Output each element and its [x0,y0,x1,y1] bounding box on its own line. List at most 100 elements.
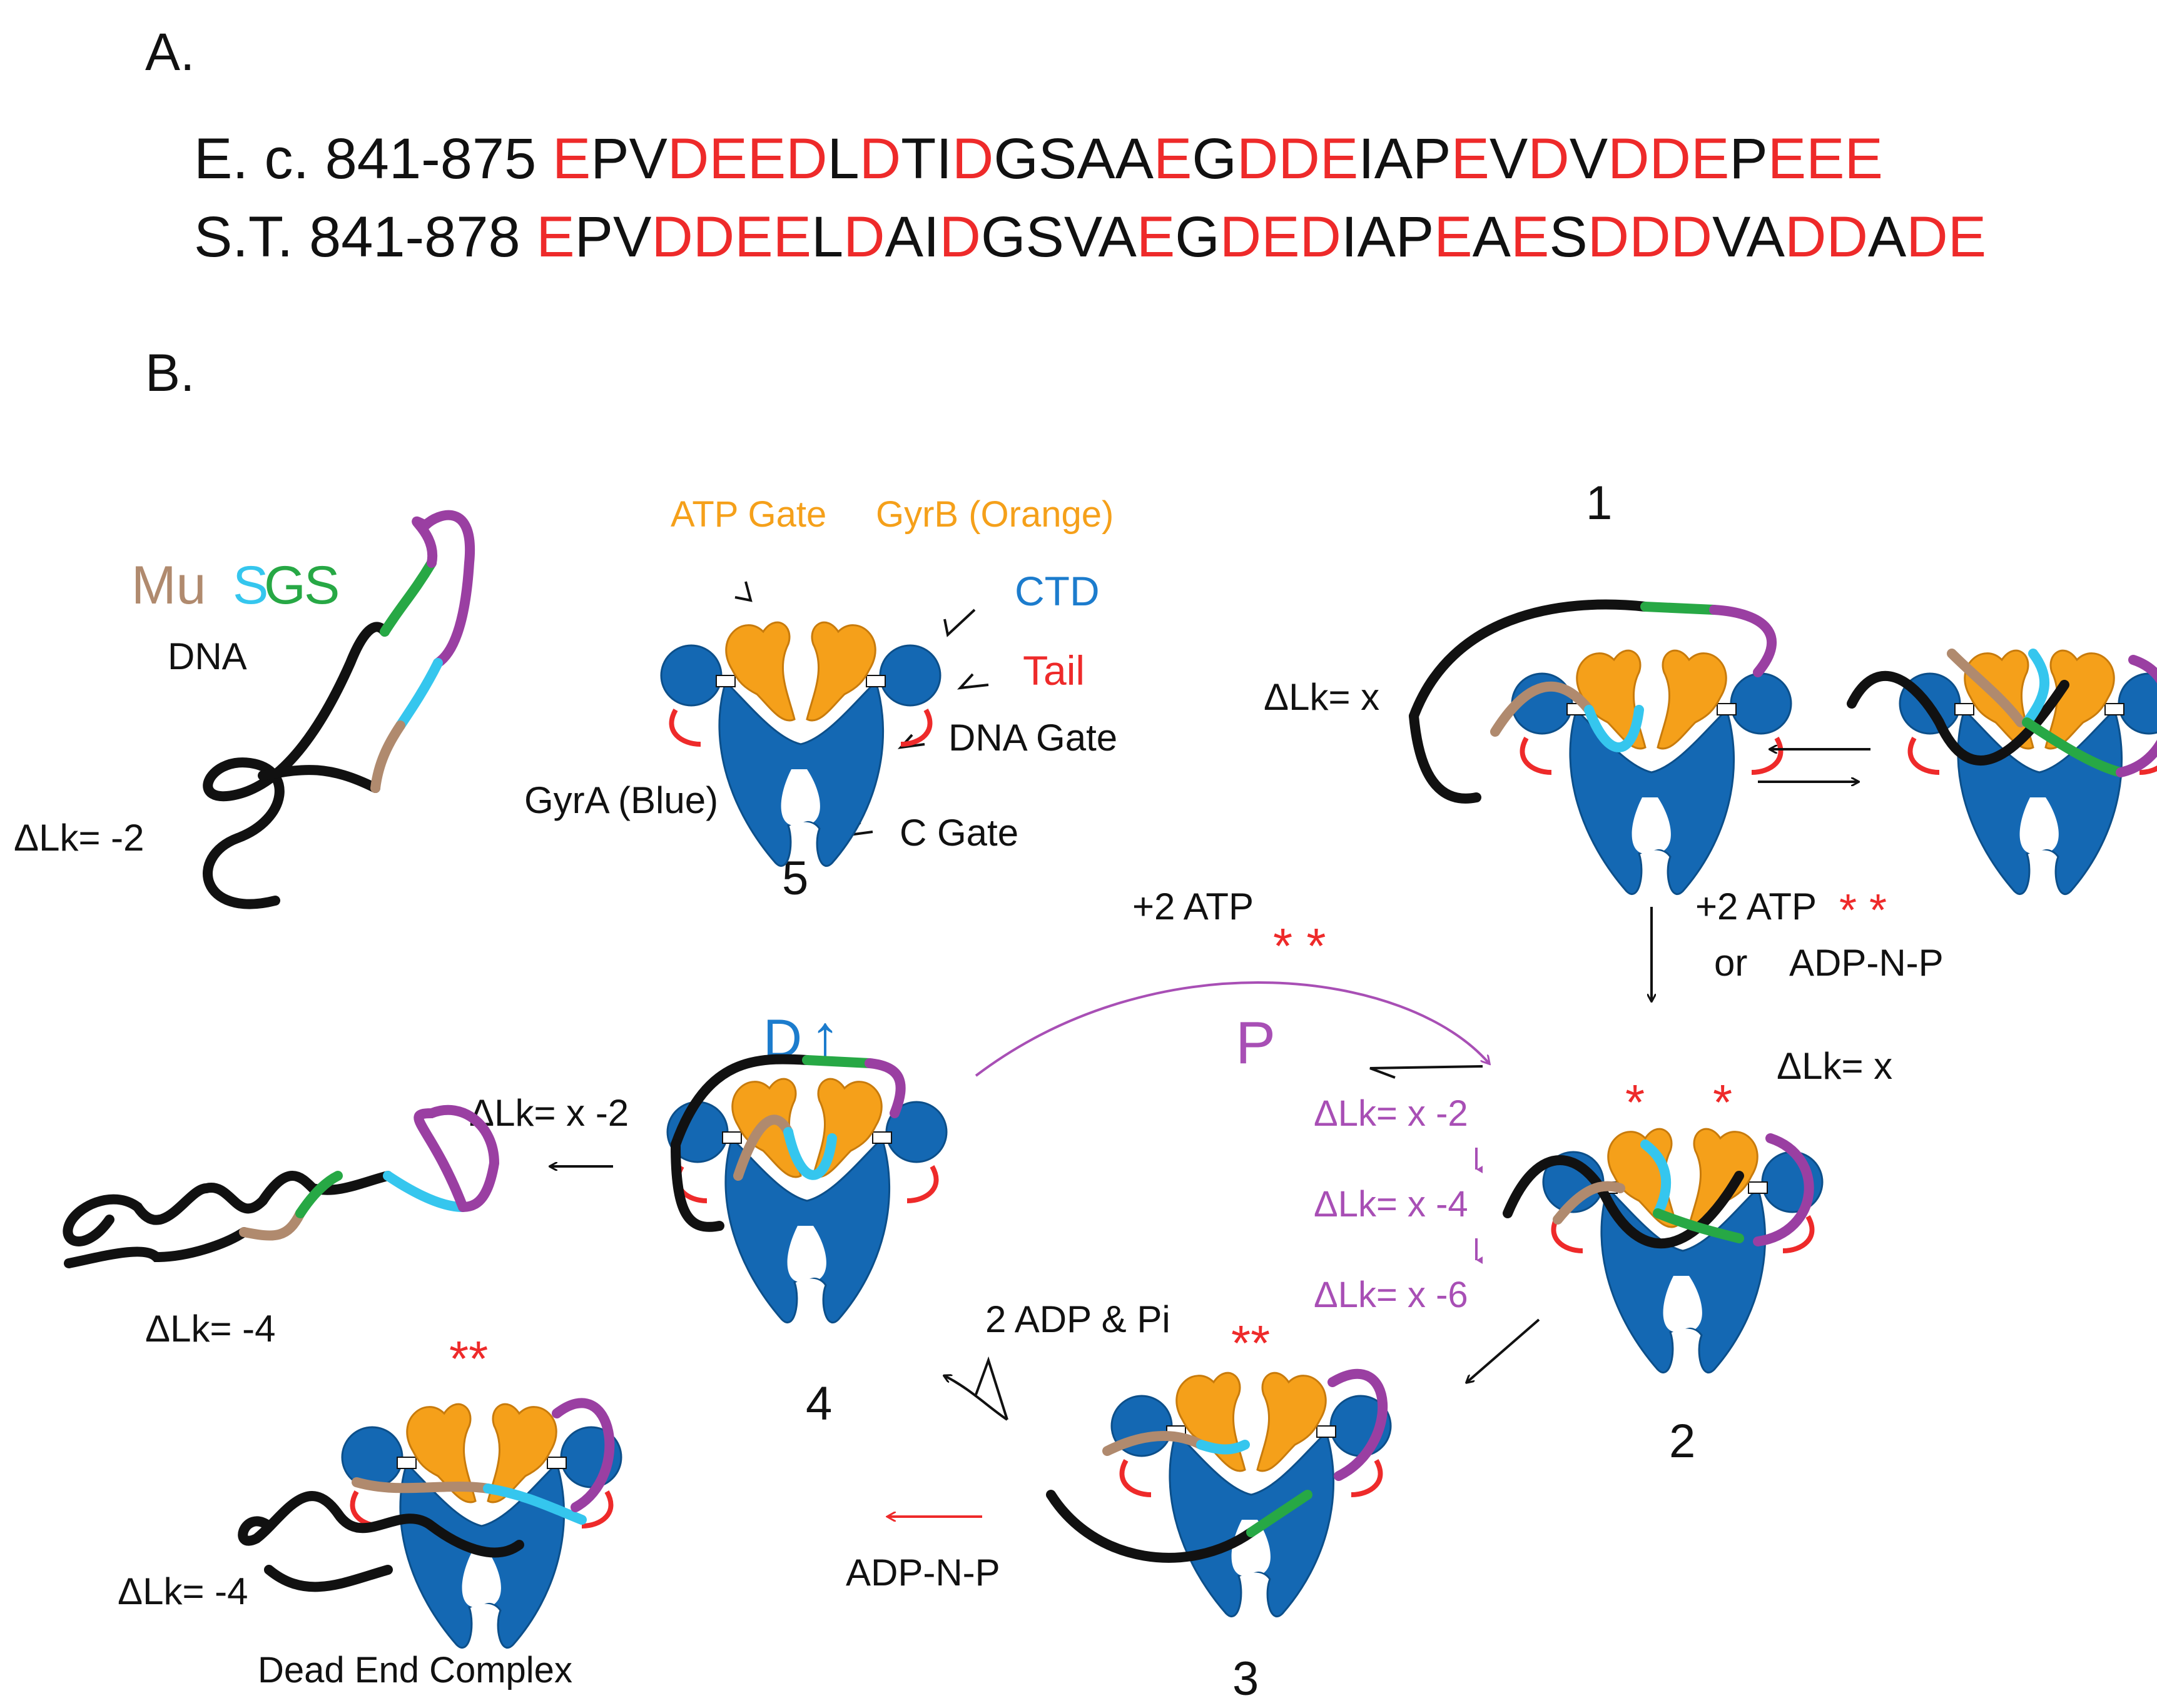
acidic-residues: DDE [1237,127,1358,191]
cycle-step-3: ΔLk= x -6 [1314,1275,1468,1315]
acidic-residues: DED [1220,205,1341,269]
key-gyrase: ATP Gate GyrB (Orange) CTD Tail DNA Gate… [524,494,1117,905]
state-2-closed: ΔLk= x * * 2 [1503,1045,1892,1468]
residues: L [828,127,860,191]
residues: IAP [1358,127,1451,191]
key-dna-gate-label: DNA Gate [948,717,1117,759]
legend-mu-label: Mu [131,555,206,615]
residues: AI [885,205,940,269]
step34-label: 2 ADP & Pi [985,1298,1170,1340]
cycle-p: P [1236,1009,1276,1076]
acidic-residues: E [1451,127,1490,191]
panel-a-letter: A. [145,23,195,81]
acidic-residues: E [1154,127,1192,191]
residues: GSAA [993,127,1154,191]
residues: V [1570,127,1608,191]
step-3-to-4: 2 ADP & Pi [945,1298,1170,1421]
residues: VA [1712,205,1785,269]
state-3-stars: ** [1231,1315,1270,1371]
sequence-row-ecoli: E. c. 841-875 EPVDEEDLDTIDGSAAEGDDEIAPEV… [194,127,1883,191]
acidic-residues: DDD [1588,205,1712,269]
sequence-prefix: E. c. 841-875 [194,127,552,191]
residues: G [1192,127,1237,191]
legend-dna-loop [203,510,475,909]
acidic-residues: D [952,127,993,191]
dead-end-stars: ** [449,1331,488,1387]
state-1-dlk: ΔLk= x [1264,676,1379,718]
legend-sgs-s1: S [233,555,268,615]
state-1-complex-a [1409,599,1791,894]
cycle-step-2: ΔLk= x -4 [1314,1184,1468,1225]
legend-mu-sgs-dna: Mu S G S DNA ΔLk= -2 [14,510,475,909]
key-gyra-label: GyrA (Blue) [524,779,718,821]
dead-end-reagent: ADP-N-P [846,1552,1000,1594]
legend-dna-label: DNA [168,635,247,677]
step12-stars: * * [1839,886,1887,936]
state-1-open: 1 ΔLk= x [1264,477,2157,894]
key-gyrb-label: GyrB (Orange) [876,494,1114,535]
residues: GSVA [981,205,1137,269]
state-2-star-right: * [1713,1074,1732,1130]
legend-dlk: ΔLk= -2 [14,817,145,859]
released-dna: ΔLk= x -2 ΔLk= -4 [63,1092,629,1350]
sequence-row-salmonella: S.T. 841-878 EPVDDEELDAIDGSVAEGDEDIAPEAE… [194,205,1986,269]
residues: L [811,205,843,269]
acidic-residues: E [1434,205,1472,269]
state-4-reopened: D ↑ 4 [667,1003,947,1430]
acidic-residues: DDEE [651,205,811,269]
key-tail-label: Tail [1023,647,1085,694]
release-dlk-bottom: ΔLk= -4 [145,1308,276,1350]
residues: PV [575,205,652,269]
acidic-residues: D [1528,127,1569,191]
acidic-residues: EEE [1768,127,1883,191]
residues: A [1473,205,1511,269]
step12-or: or [1714,942,1747,984]
state-1-complex-b [1847,650,2157,894]
acidic-residues: DE [1906,205,1986,269]
key-atp-gate-label: ATP Gate [671,494,826,535]
cycle-atp: +2 ATP [1132,886,1254,927]
state-3-number: 3 [1232,1652,1259,1705]
residues: P [1729,127,1767,191]
state-2-star-left: * [1625,1074,1645,1130]
residues: S [1549,205,1587,269]
cycle-stars: * * [1273,918,1326,974]
residues: PV [591,127,667,191]
residues: G [1175,205,1220,269]
residues: IAP [1341,205,1434,269]
residues: V [1490,127,1528,191]
state-1-number: 1 [1586,477,1612,530]
dead-end-caption: Dead End Complex [258,1650,572,1690]
acidic-residues: D [940,205,981,269]
key-ctd-label: CTD [1015,568,1100,614]
arrow-2-to-3 [1467,1318,1540,1382]
acidic-residues: DEED [667,127,828,191]
state-3-transported: ** 3 [1046,1315,1391,1705]
dead-end-dlk: ΔLk= -4 [118,1570,248,1612]
legend-sgs-g: G [264,555,306,615]
acidic-residues: E [1511,205,1549,269]
acidic-residues: DDE [1608,127,1729,191]
residues: TI [901,127,952,191]
state-2-dlk: ΔLk= x [1777,1045,1892,1087]
cycle-arrow: +2 ATP * * P ΔLk= x -2 ΔLk= x -4 ΔLk= x … [975,886,1489,1315]
acidic-residues: D [843,205,885,269]
state-4-number: 4 [806,1377,832,1430]
release-dlk-top: ΔLk= x -2 [469,1092,629,1134]
step-1-to-2: +2 ATP * * or ADP-N-P [1652,886,1944,1001]
acidic-residues: E [1137,205,1175,269]
dead-end-complex: ADP-N-P ** ΔLk= -4 Dead End Complex [118,1331,1000,1690]
step12-adpnp: ADP-N-P [1789,942,1944,984]
acidic-residues: E [552,127,591,191]
panel-b-letter: B. [145,343,195,402]
acidic-residues: D [860,127,901,191]
legend-sgs-s2: S [304,555,340,615]
sequence-prefix: S.T. 841-878 [194,205,536,269]
acidic-residues: E [536,205,574,269]
key-c-gate-label: C Gate [900,812,1018,854]
step12-atp: +2 ATP [1695,886,1817,927]
state-2-number: 2 [1669,1415,1695,1468]
cycle-step-1: ΔLk= x -2 [1314,1093,1468,1134]
acidic-residues: DD [1785,205,1868,269]
